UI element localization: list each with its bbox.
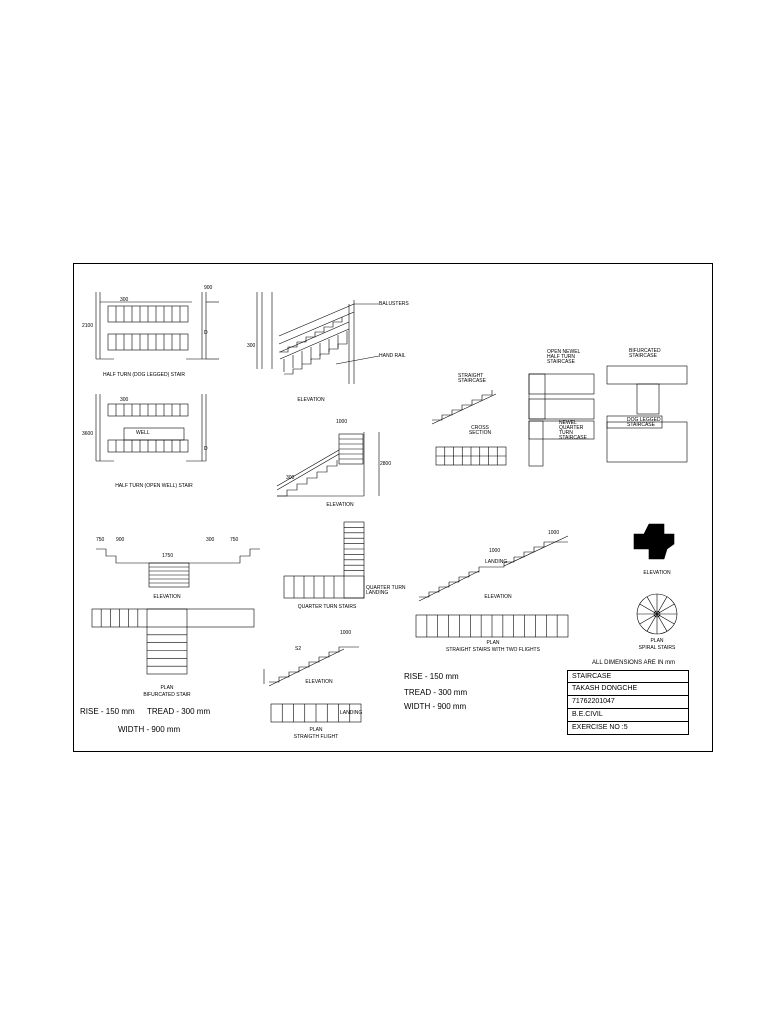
landing-label: LANDING <box>485 559 508 565</box>
spiral-tread <box>639 603 658 615</box>
half-turn-open-well-plan <box>95 394 207 462</box>
straight-two-flights <box>415 535 569 638</box>
dim-label: 750 <box>230 537 239 543</box>
spiral-tread <box>656 613 675 625</box>
straight-flight-elevation-caption: ELEVATION <box>305 679 333 685</box>
quarter-elevation <box>276 432 380 497</box>
dim-label: 2100 <box>82 323 94 329</box>
spiral-tread <box>656 596 668 615</box>
dim-label: 900 <box>204 285 213 291</box>
balusters-elevation <box>256 292 380 384</box>
spec-width-left: WIDTH - 900 mm <box>118 725 181 734</box>
straight-flight-caption: STRAIGTH FLIGHT <box>293 734 339 740</box>
spiral-tread <box>656 613 668 632</box>
title-block-exercise: EXERCISE NO :5 <box>567 722 689 735</box>
quarter-turn-stairs <box>283 521 365 599</box>
title-block-title: STAIRCASE <box>567 670 689 683</box>
bifurcated-stair-caption: BIFURCATED STAIR <box>143 692 191 698</box>
dog-legged-caption: HALF TURN (DOG LEGGED) STAIR <box>102 372 186 378</box>
dim-label: 750 <box>96 537 105 543</box>
straight-flight-plan-label: PLAN <box>309 727 323 733</box>
spiral-stairs <box>633 523 678 635</box>
open-well-caption: HALF TURN (OPEN WELL) STAIR <box>115 483 193 489</box>
spiral-tread <box>656 603 675 615</box>
handrail-label: HAND RAIL <box>379 353 406 359</box>
spiral-tread <box>639 613 658 625</box>
dim-label: 900 <box>116 537 125 543</box>
dim-label: 1000 <box>336 419 348 425</box>
dim-label: 1000 <box>489 548 501 554</box>
open-newel-label: OPEN NEWEL HALF TURN STAIRCASE <box>547 349 581 365</box>
dim-label: 300 <box>286 475 295 481</box>
spiral-tread <box>646 613 658 632</box>
dim-label: 3600 <box>82 431 94 437</box>
bifurcated-label: BIFURCATED STAIRCASE <box>629 348 661 359</box>
straight-staircase <box>431 390 507 466</box>
title-block: STAIRCASE TAKASH DONGCHE 71762201047 B.E… <box>567 670 689 738</box>
spec-width-right: WIDTH - 900 mm <box>404 702 467 711</box>
landing-mark: D <box>204 330 208 336</box>
bifurcated-elevation-caption: ELEVATION <box>153 594 181 600</box>
spec-rise-left: RISE - 150 mm <box>80 707 135 716</box>
half-turn-dog-legged-plan <box>95 292 219 360</box>
dim-label: S2 <box>295 646 302 652</box>
cross-section-label: CROSS SECTION <box>468 425 492 436</box>
two-flights-caption: STRAIGHT STAIRS WITH TWO FLIGHTS <box>446 647 540 653</box>
well-label: WELL <box>136 430 150 436</box>
dim-label: 1000 <box>340 630 352 636</box>
bifurcated-plan-label: PLAN <box>160 685 174 691</box>
straight-flight <box>263 646 362 723</box>
straight-staircase-label: STRAIGHT STAIRCASE <box>458 373 486 384</box>
spec-tread-left: TREAD - 300 mm <box>147 707 211 716</box>
landing-label: LANDING <box>340 710 363 716</box>
newel-quarter-label: NEWEL QUARTER TURN STAIRCASE <box>559 420 587 441</box>
spiral-tread <box>646 596 658 615</box>
dim-label: 300 <box>120 397 129 403</box>
title-block-course: B.E.CIVIL <box>567 709 689 722</box>
title-block-name: TAKASH DONGCHE <box>567 683 689 696</box>
quarter-elevation-caption: ELEVATION <box>326 502 354 508</box>
landing-mark: D <box>204 446 208 452</box>
dim-label: 300 <box>120 297 129 303</box>
bifurcated-stair <box>91 548 260 675</box>
quarter-turn-landing: QUARTER TURN LANDING <box>366 585 406 596</box>
two-flights-elevation-caption: ELEVATION <box>484 594 512 600</box>
spec-tread-right: TREAD - 300 mm <box>404 688 468 697</box>
dim-label: 300 <box>206 537 215 543</box>
dim-label: 2800 <box>380 461 392 467</box>
dim-label: 1000 <box>548 530 560 536</box>
balusters-label: BALUSTERS <box>379 301 409 307</box>
spiral-elevation-caption: ELEVATION <box>643 570 671 576</box>
spiral-plan-label: PLAN <box>650 638 664 644</box>
quarter-turn-caption: QUARTER TURN STAIRS <box>297 604 357 610</box>
balusters-elevation-caption: ELEVATION <box>297 397 325 403</box>
newel-types <box>528 365 688 467</box>
spec-rise-right: RISE - 150 mm <box>404 672 459 681</box>
dog-legged-label: DOG LEGGED STAIRCASE <box>627 417 661 428</box>
dim-label: 300 <box>247 343 256 349</box>
dim-label: 1750 <box>162 553 174 559</box>
cad-drawing <box>91 292 688 723</box>
dimensions-note: ALL DIMENSIONS ARE IN mm <box>592 660 676 666</box>
two-flights-plan-label: PLAN <box>486 640 500 646</box>
drawing-sheet: HALF TURN (DOG LEGGED) STAIR 300 900 210… <box>73 263 713 752</box>
spiral-caption: SPIRAL STAIRS <box>638 645 676 651</box>
title-block-roll: 71762201047 <box>567 696 689 709</box>
